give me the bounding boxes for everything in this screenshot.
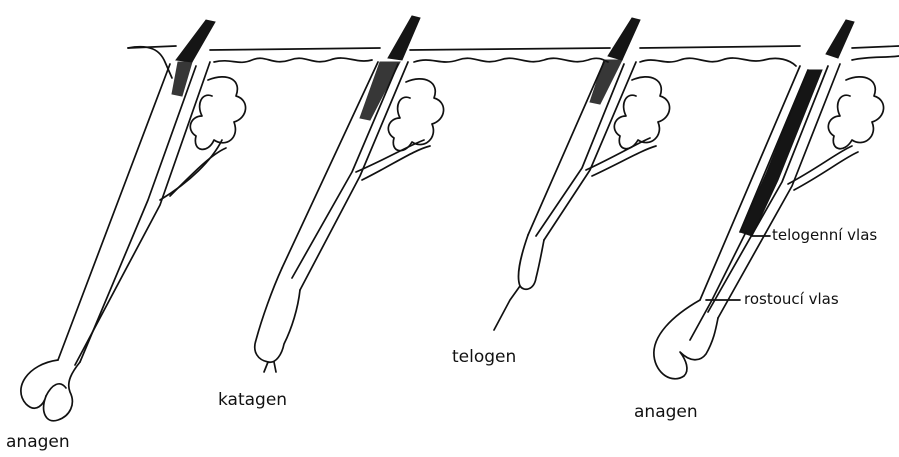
follicle-anagen-right bbox=[654, 20, 884, 379]
follicle-katagen bbox=[255, 16, 444, 372]
skin-surface bbox=[128, 46, 899, 78]
label-telogenni-vlas: telogenní vlas bbox=[772, 228, 877, 243]
label-katagen: katagen bbox=[218, 392, 287, 409]
label-anagen-right: anagen bbox=[634, 404, 698, 421]
label-anagen-left: anagen bbox=[6, 434, 70, 451]
follicle-telogen bbox=[494, 18, 670, 330]
label-rostouci-vlas: rostoucí vlas bbox=[744, 292, 839, 307]
follicle-anagen-left bbox=[21, 20, 246, 421]
label-telogen: telogen bbox=[452, 349, 516, 366]
